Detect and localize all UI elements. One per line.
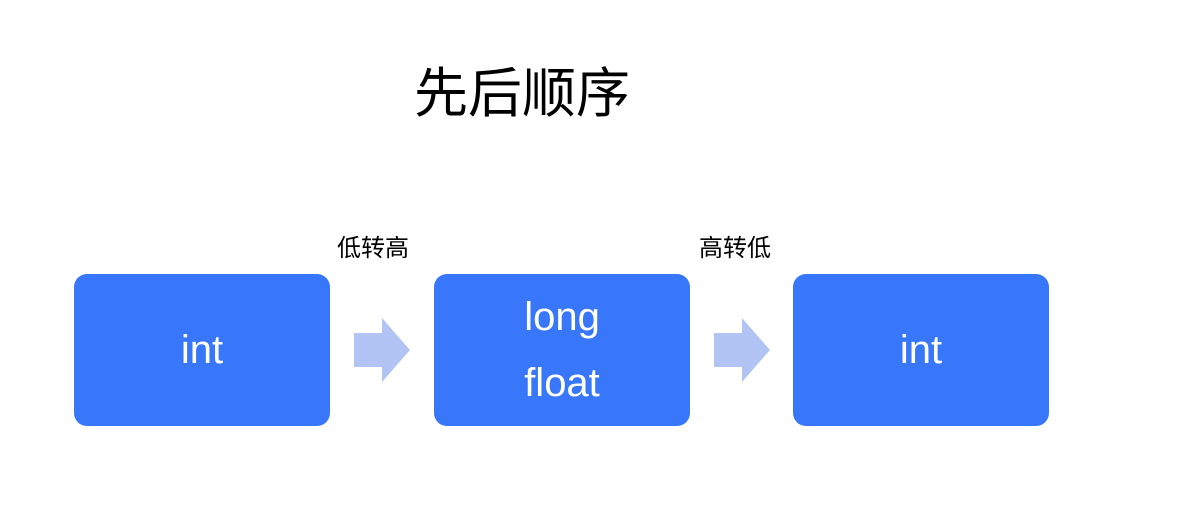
page-title: 先后顺序 [414, 62, 630, 125]
right-arrow-icon [714, 318, 770, 382]
type-label-long: long [524, 295, 600, 339]
arrow-shape [714, 318, 770, 382]
type-label-float: float [524, 361, 600, 405]
type-label: int [899, 328, 943, 372]
transition-label-low-to-high: 低转高 [337, 234, 409, 262]
arrow-shape [354, 318, 410, 382]
type-box-int-target: int [793, 274, 1049, 426]
type-box-long-float: long float [434, 274, 690, 426]
type-box-int-source: int [74, 274, 330, 426]
right-arrow-icon [354, 318, 410, 382]
type-label: int [180, 328, 224, 372]
transition-label-high-to-low: 高转低 [699, 234, 771, 262]
